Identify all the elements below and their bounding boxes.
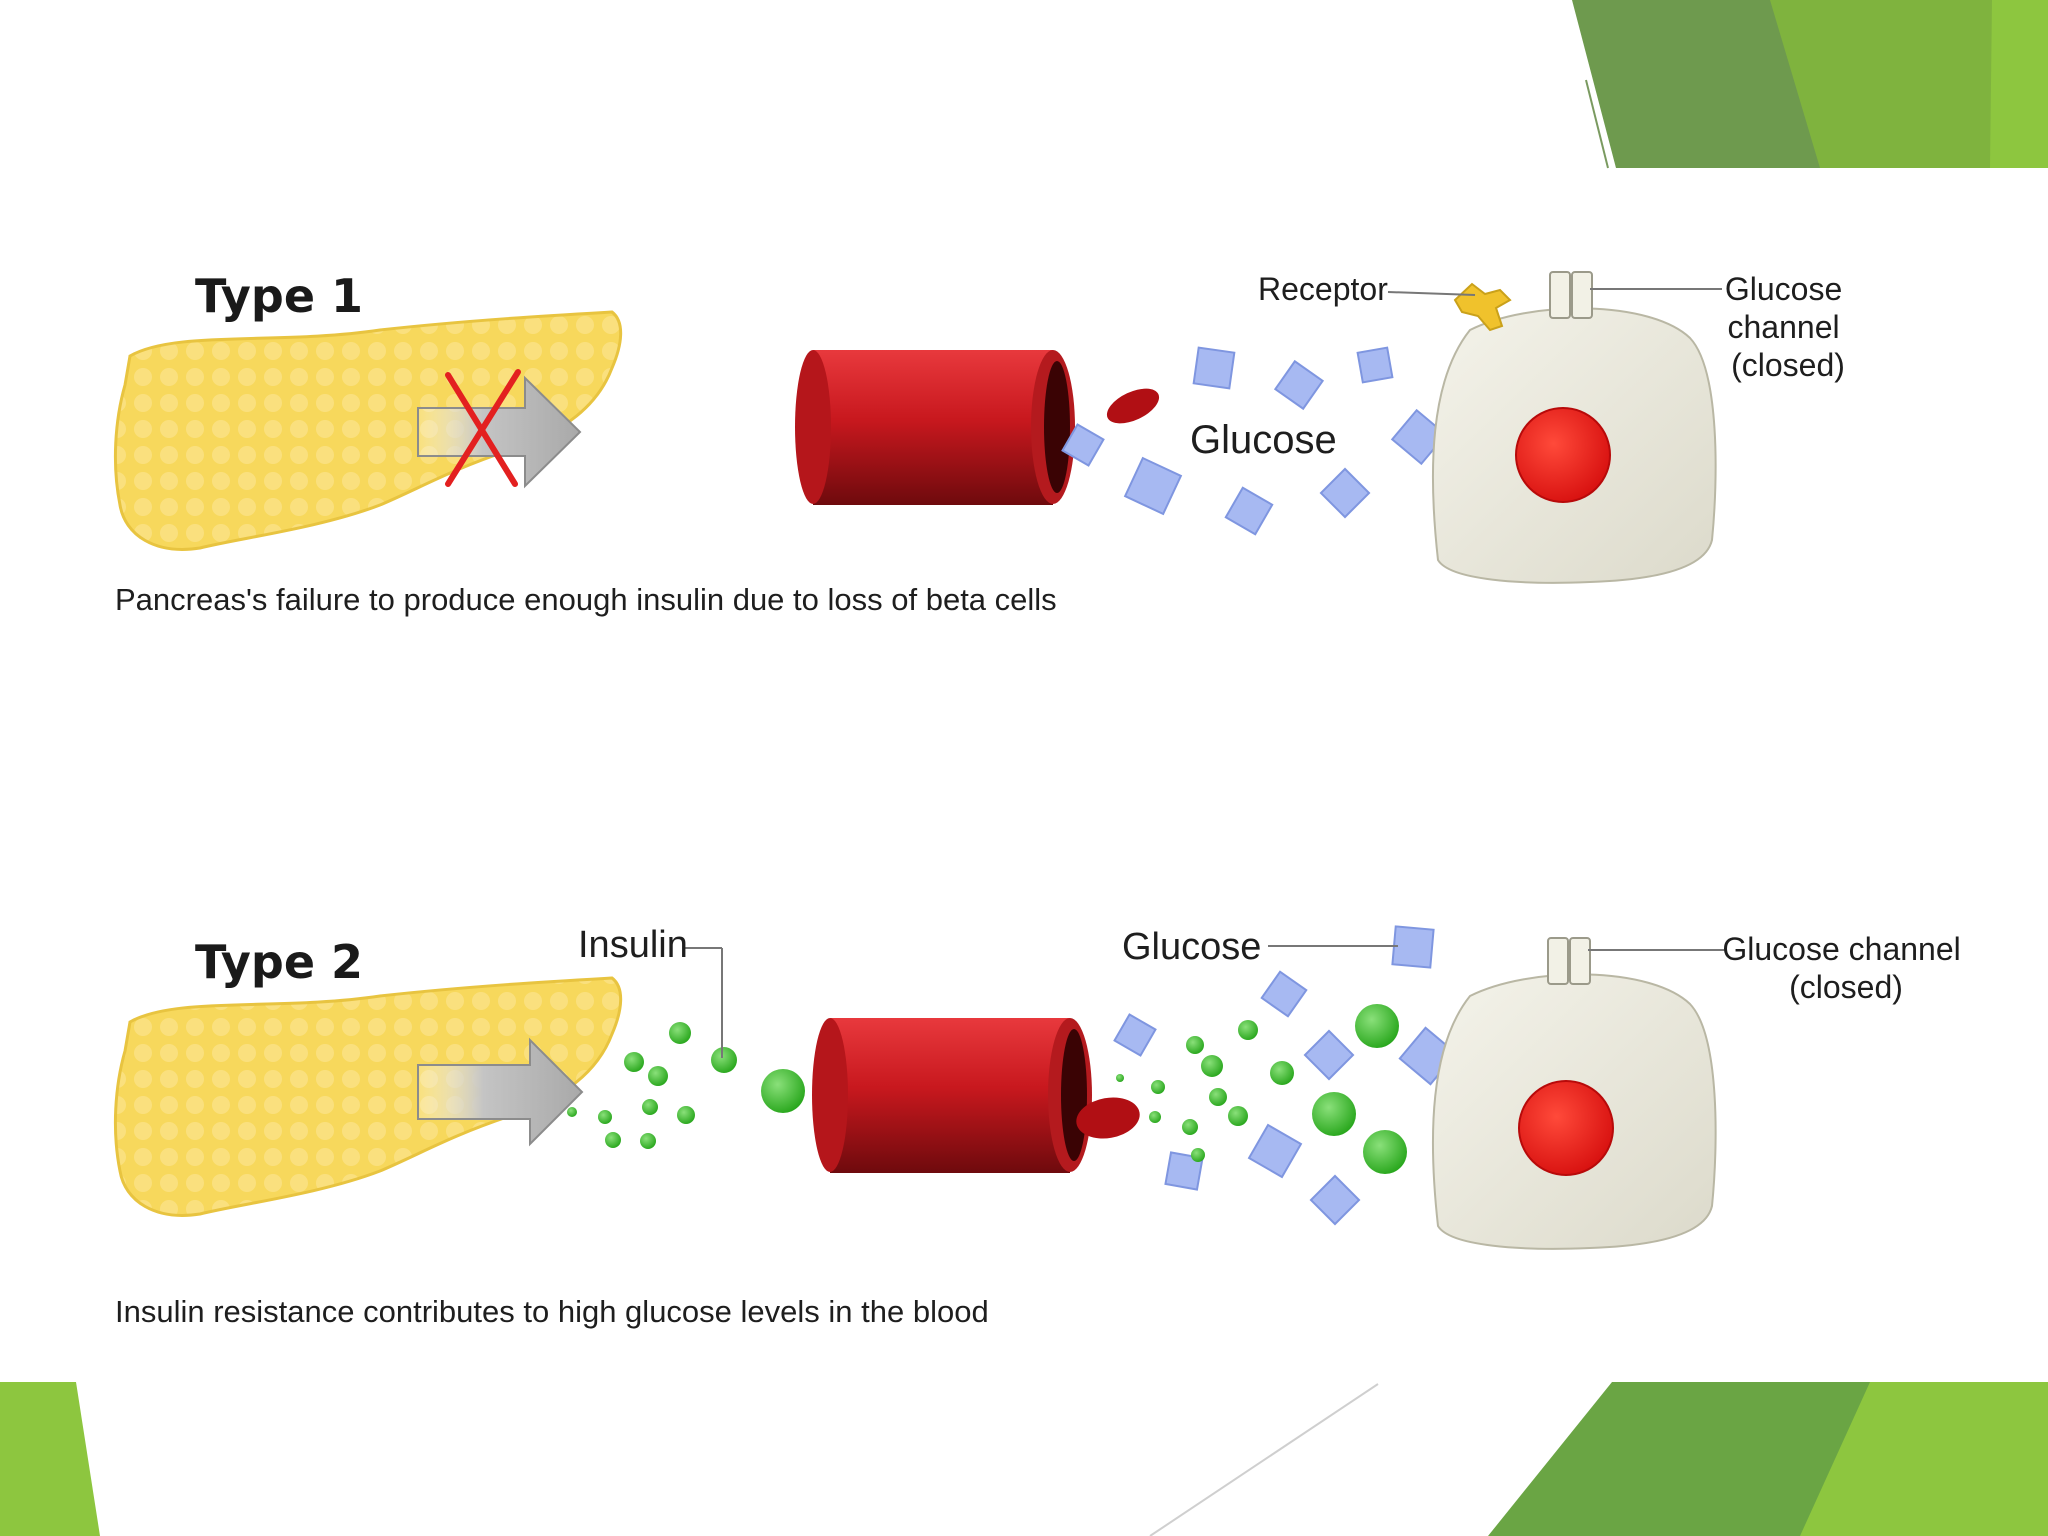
type1-glucose-label: Glucose [1190,418,1337,462]
type2-glucose-channel [1547,937,1591,985]
type2-blood-vessel [812,1018,1092,1173]
type2-insulin-molecules-right [1116,1004,1407,1174]
type2-caption: Insulin resistance contributes to high g… [115,1294,989,1329]
type2-channel-label: Glucose channel (closed) [1722,931,1969,1005]
type1-title: Type 1 [195,269,363,323]
type2-red-blood-cell [1076,1097,1140,1139]
red-x-icon [445,369,521,487]
type2-gray-arrow-icon [417,1037,584,1147]
receptor-leader-line [1387,291,1476,296]
corner-decoration-bottom-right [1488,1382,2048,1536]
type1-glucose-channel [1549,271,1593,319]
type2-title: Type 2 [195,935,363,989]
type1-caption: Pancreas's failure to produce enough ins… [115,582,1057,617]
type1-panel: Type 1 Glucose [113,269,1851,617]
decorative-line [1149,1383,1379,1536]
type1-gray-arrow-icon [417,375,582,489]
type1-red-blood-cell [1106,388,1160,424]
type1-receptor [1453,282,1512,332]
type1-cell [1431,271,1717,584]
type2-panel: Type 2 Insulin [113,924,1969,1329]
corner-decoration-top-right [1572,0,2048,169]
type1-cell-nucleus [1515,407,1611,503]
insulin-label: Insulin [578,924,688,966]
type2-glucose-label: Glucose [1122,926,1261,968]
type2-cell-nucleus [1518,1080,1614,1176]
receptor-label: Receptor [1258,271,1388,307]
type2-cell [1431,937,1717,1250]
type1-channel-label: Glucose channel (closed) [1725,271,1851,383]
type1-glucose-molecules [1061,346,1448,536]
type1-blood-vessel [795,350,1075,505]
corner-decoration-bottom-left [0,1382,100,1536]
type2-insulin-molecules [567,1022,805,1149]
